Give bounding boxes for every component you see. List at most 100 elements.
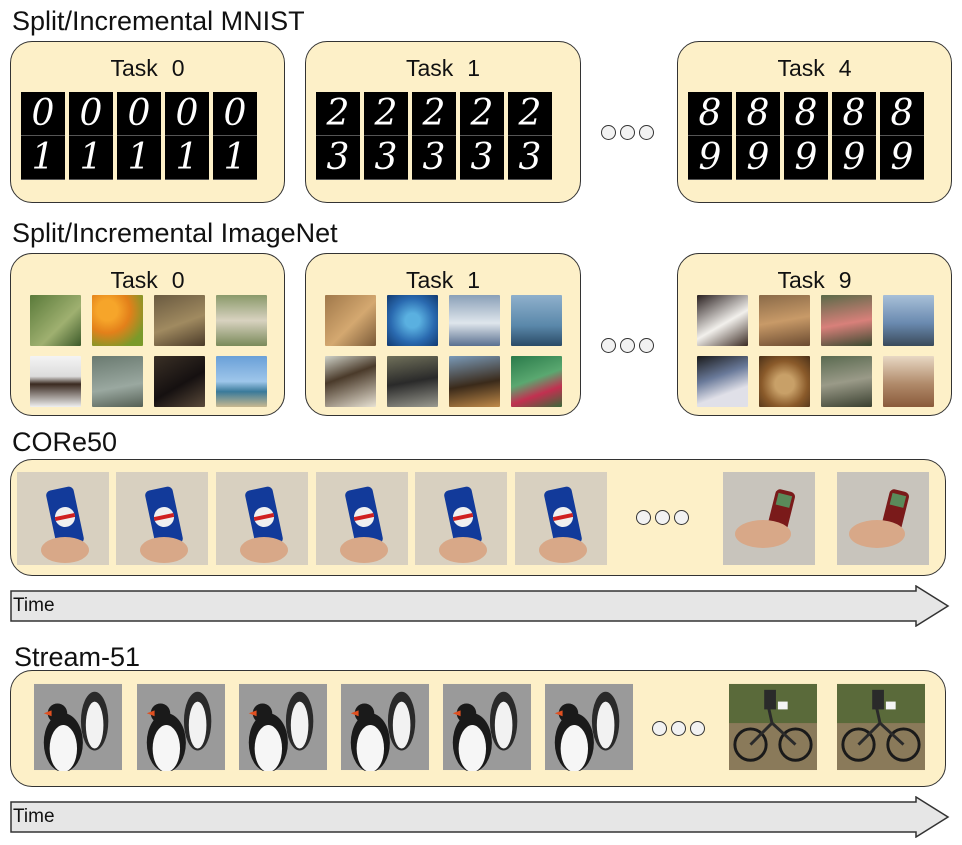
flamingo-image: [821, 295, 872, 346]
time-label: Time: [13, 595, 55, 616]
coast-image: [216, 356, 267, 407]
whale-tail-image: [511, 295, 562, 346]
sunglasses-image: [30, 356, 81, 407]
dough-image: [883, 356, 934, 407]
mnist-digit-image: 9: [832, 136, 876, 180]
cell-phone-frame: [837, 472, 929, 565]
cat-image: [697, 295, 748, 346]
mnist-digit-image: 9: [688, 136, 732, 180]
mnist-digit-image: 3: [412, 136, 456, 180]
seal-image: [92, 356, 143, 407]
pepsi-can-frame: [116, 472, 208, 565]
ellipsis-icon: [601, 338, 654, 353]
ellipsis-icon: [652, 721, 705, 736]
dragonfly-image: [511, 356, 562, 407]
ellipsis-icon: [601, 125, 654, 140]
oranges-image: [92, 295, 143, 346]
stream51-sequence-panel: [10, 670, 946, 787]
wood-shavings-image: [325, 295, 376, 346]
chihuahua-image: [325, 356, 376, 407]
cyclist-frame: [837, 683, 925, 771]
mnist-digit-image: 0: [165, 92, 209, 136]
pepsi-can-frame: [216, 472, 308, 565]
mnist-digit-image: 0: [213, 92, 257, 136]
penguins-frame: [341, 683, 429, 771]
penguins-frame: [443, 683, 531, 771]
mnist-digit-image: 8: [880, 92, 924, 136]
mnist-digit-image: 9: [880, 136, 924, 180]
time-label: Time: [13, 806, 55, 827]
mnist-digit-image: 9: [736, 136, 780, 180]
mnist-digit-image: 2: [364, 92, 408, 136]
imagenet-title: Split/Incremental ImageNet: [12, 218, 338, 248]
penguins-frame: [545, 683, 633, 771]
imagenet-image-grid: [30, 295, 267, 407]
ellipsis-icon: [636, 510, 689, 525]
pepsi-can-frame: [415, 472, 507, 565]
mnist-digit-image: 8: [784, 92, 828, 136]
mnist-digit-image: 2: [508, 92, 552, 136]
mnist-digit-image: 0: [117, 92, 161, 136]
penguins-frame: [137, 683, 225, 771]
penguins-frame: [34, 683, 122, 771]
mnist-digit-image: 1: [213, 136, 257, 180]
pepsi-can-frame: [316, 472, 408, 565]
mnist-digit-image: 1: [69, 136, 113, 180]
warship-image: [883, 295, 934, 346]
imagenet-image-grid: [325, 295, 562, 407]
wolf-image: [821, 356, 872, 407]
pepsi-can-frame: [515, 472, 607, 565]
dog-image: [449, 356, 500, 407]
mnist-digit-image: 1: [165, 136, 209, 180]
mnist-digit-image: 8: [832, 92, 876, 136]
hedgehog-image: [154, 295, 205, 346]
mnist-title: Split/Incremental MNIST: [12, 6, 305, 36]
stream51-title: Stream-51: [14, 642, 141, 672]
mnist-digit-image: 1: [117, 136, 161, 180]
mnist-digit-image: 3: [460, 136, 504, 180]
mnist-digit-image: 3: [364, 136, 408, 180]
penguins-frame: [239, 683, 327, 771]
ocean-liner-image: [449, 295, 500, 346]
mnist-digit-image: 0: [69, 92, 113, 136]
geese-image: [216, 295, 267, 346]
diver-image: [387, 295, 438, 346]
time-arrow: [10, 796, 950, 838]
cell-phone-frame: [723, 472, 815, 565]
gadget-image: [387, 356, 438, 407]
mnist-digit-image: 1: [21, 136, 65, 180]
core50-sequence-panel: [10, 459, 946, 576]
monitor-image: [697, 356, 748, 407]
mnist-digit-image: 8: [736, 92, 780, 136]
imagenet-image-grid: [697, 295, 934, 407]
mnist-digit-image: 3: [508, 136, 552, 180]
mnist-digit-image: 2: [316, 92, 360, 136]
mnist-digit-image: 2: [412, 92, 456, 136]
mnist-digit-image: 8: [688, 92, 732, 136]
lion-image: [759, 356, 810, 407]
mnist-digit-image: 2: [460, 92, 504, 136]
bear-image: [154, 356, 205, 407]
cyclist-frame: [729, 683, 817, 771]
coyote-image: [759, 295, 810, 346]
mnist-digit-image: 0: [21, 92, 65, 136]
time-arrow: [10, 585, 950, 627]
pepsi-can-frame: [17, 472, 109, 565]
mnist-digit-image: 3: [316, 136, 360, 180]
swing-image: [30, 295, 81, 346]
